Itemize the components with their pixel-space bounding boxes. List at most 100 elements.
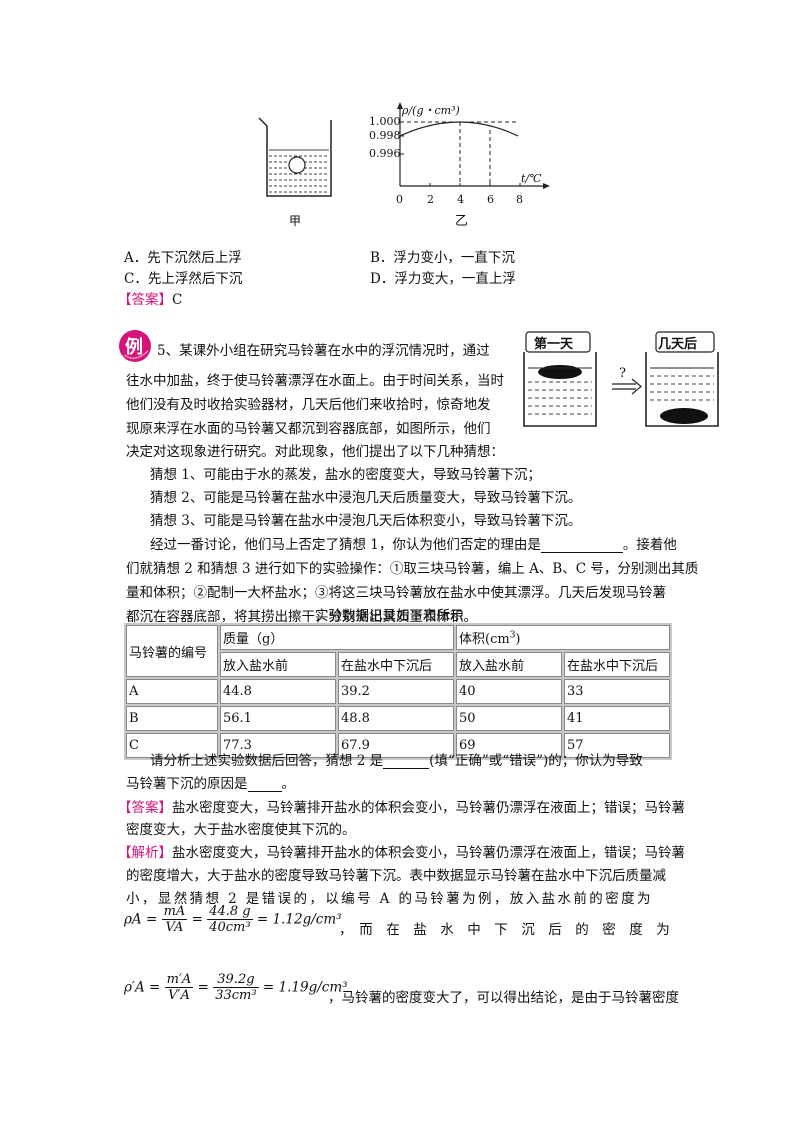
f1-num1: mA — [161, 904, 188, 920]
f2-den2: 33cm³ — [215, 988, 257, 1003]
question-mark: ? — [619, 366, 626, 381]
y-tick-1000: 1.000 — [369, 115, 401, 128]
analysis-formula-2-tail: ，马铃薯的密度变大了，可以得出结论，是由于马铃薯密度 — [328, 990, 679, 1006]
question-line-2: 马铃薯下沉的原因是 。 — [126, 772, 295, 792]
subheader-volume-before: 放入盐水前 — [456, 652, 562, 677]
beaker-figure — [258, 117, 332, 197]
cell-mass-before: 56.1 — [220, 706, 336, 731]
intro-line-2: 往水中加盐，终于使马铃薯漂浮在水面上。由于时间关系，当时 — [126, 373, 504, 389]
x-tick-8: 8 — [516, 193, 523, 206]
analysis-line-1: 【解析】盐水密度变大，马铃薯排开盐水的体积会变小，马铃薯仍漂浮在液面上，错误；马… — [118, 841, 685, 861]
option-a: A．先下沉然后上浮 — [124, 250, 242, 266]
f1-result: = 1.12g/cm³ — [256, 911, 342, 928]
header-id: 马铃薯的编号 — [126, 625, 218, 677]
x-axis-label: t/℃ — [521, 172, 542, 185]
option-b: B．浮力变小，一直下沉 — [370, 250, 515, 266]
table-caption: 实验数据记录如下表所示 — [315, 608, 464, 624]
guess-1: 猜想 1、可能由于水的蒸发，盐水的密度变大，导致马铃薯下沉； — [150, 467, 541, 483]
cell-volume-before: 50 — [456, 706, 562, 731]
question-line-1: 请分析上述实验数据后回答，猜想 2 是 (填“正确”或“错误”)的；你认为导致 — [150, 749, 643, 769]
intro-line-1: 5、某课外小组在研究马铃薯在水中的浮沉情况时，通过 — [157, 343, 490, 359]
f1-lhs: ρA = — [124, 911, 158, 928]
cell-id: C — [126, 733, 218, 758]
cause-blank[interactable] — [247, 775, 282, 792]
cell-mass-before: 77.3 — [220, 733, 336, 758]
guess-2: 猜想 2、可能是马铃薯在盐水中浸泡几天后质量变大，导致马铃薯下沉。 — [150, 490, 582, 506]
table-row: B 56.1 48.8 50 41 — [126, 706, 670, 731]
analysis-line-2: 的密度增大，大于盐水的密度导致马铃薯下沉。表中数据显示马铃薯在盐水中下沉后质量减 — [126, 868, 666, 884]
cell-volume-before: 40 — [456, 679, 562, 704]
y-axis-label: ρ/(g・cm³) — [402, 104, 460, 117]
y-tick-0996: 0.996 — [369, 147, 401, 160]
header-mass: 质量（g） — [220, 625, 454, 650]
cell-mass-after: 67.9 — [338, 733, 454, 758]
answer-2-line-2: 密度变大，大于盐水密度使其下沉的。 — [126, 822, 356, 838]
example-badge-text: 例 — [125, 337, 143, 358]
question-line-1a: 请分析上述实验数据后回答，猜想 2 是 — [150, 753, 384, 769]
cell-volume-after: 57 — [564, 733, 670, 758]
cell-volume-after: 33 — [564, 679, 670, 704]
cell-mass-after: 48.8 — [338, 706, 454, 731]
cell-id: A — [126, 679, 218, 704]
answer-value: C — [172, 292, 183, 308]
guess2-blank[interactable] — [383, 752, 430, 769]
question-line-1b: (填“正确”或“错误”)的；你认为导致 — [429, 753, 643, 769]
potato-experiment-figure — [523, 331, 719, 427]
analysis-formula-1-tail: ， 而 在 盐 水 中 下 沉 后 的 密 度 为 — [339, 922, 670, 938]
option-c: C．先上浮然后下沉 — [124, 271, 243, 287]
f1-num2: 44.8 g — [207, 904, 253, 920]
f2-result: = 1.19g/cm³ — [262, 979, 348, 996]
option-d: D．浮力变大，一直上浮 — [370, 271, 516, 287]
answer-2-text: 盐水密度变大，马铃薯排开盐水的体积会变小，马铃薯仍漂浮在液面上；错误；马铃薯 — [172, 800, 685, 816]
intro-line-4: 现原来浮在水面的马铃薯又都沉到容器底部，如图所示，他们 — [126, 421, 491, 437]
x-tick-4: 4 — [457, 193, 464, 206]
table-row: A 44.8 39.2 40 33 — [126, 679, 670, 704]
data-table: 马铃薯的编号 质量（g） 体积(cm3) 放入盐水前 在盐水中下沉后 放入盐水前… — [124, 623, 672, 760]
figure-label-yi: 乙 — [455, 214, 469, 229]
answer-2-tag: 【答案】 — [118, 800, 172, 816]
guess-3: 猜想 3、可能是马铃薯在盐水中浸泡几天后体积变小，导致马铃薯下沉。 — [150, 513, 582, 529]
f1-den2: 40cm³ — [209, 920, 251, 935]
subheader-mass-before: 放入盐水前 — [220, 652, 336, 677]
question-line-2a: 马铃薯下沉的原因是 — [126, 776, 248, 792]
question-line-2b: 。 — [281, 776, 296, 792]
analysis-line-3: 小，显然猜想 2 是错误的，以编号 A 的马铃薯为例，放入盐水前的密度为 — [126, 891, 653, 907]
analysis-tag: 【解析】 — [118, 845, 172, 861]
f1-den1: VA — [165, 920, 184, 935]
header-volume: 体积(cm3) — [456, 625, 670, 650]
reason-blank[interactable] — [540, 536, 623, 553]
procedure-line-1a: 经过一番讨论，他们马上否定了猜想 1，你认为他们否定的理由是 — [150, 537, 541, 553]
answer-2-line-1: 【答案】盐水密度变大，马铃薯排开盐水的体积会变小，马铃薯仍漂浮在液面上；错误；马… — [118, 796, 685, 816]
cell-mass-before: 44.8 — [220, 679, 336, 704]
procedure-line-3: 量和体积；②配制一大杯盐水；③将这三块马铃薯放在盐水中使其漂浮。几天后发现马铃薯 — [126, 585, 666, 601]
cell-volume-before: 69 — [456, 733, 562, 758]
intro-line-5: 决定对这现象进行研究。对此现象，他们提出了以下几种猜想： — [126, 444, 504, 460]
analysis-text-1: 盐水密度变大，马铃薯排开盐水的体积会变小，马铃薯仍漂浮在液面上，错误；马铃薯 — [172, 845, 685, 861]
label-days-later: 几天后 — [658, 337, 698, 352]
f2-num2: 39.2g — [213, 972, 259, 988]
subheader-mass-after: 在盐水中下沉后 — [338, 652, 454, 677]
x-tick-6: 6 — [487, 193, 494, 206]
intro-line-3: 他们没有及时收拾实验器材，几天后他们来收拾时，惊奇地发 — [126, 397, 491, 413]
answer-tag: 【答案】 — [118, 292, 172, 308]
density-graph — [397, 102, 550, 189]
f2-lhs: ρ′A = — [124, 979, 161, 996]
procedure-line-1: 经过一番讨论，他们马上否定了猜想 1，你认为他们否定的理由是 。接着他 — [150, 533, 677, 553]
procedure-line-1b: 。接着他 — [622, 537, 677, 553]
cell-id: B — [126, 706, 218, 731]
figure-label-jia: 甲 — [289, 214, 302, 228]
cell-mass-after: 39.2 — [338, 679, 454, 704]
table-row: C 77.3 67.9 69 57 — [126, 733, 670, 758]
answer-1: 【答案】C — [118, 288, 182, 308]
x-tick-0: 0 — [396, 193, 403, 206]
cell-volume-after: 41 — [564, 706, 670, 731]
x-tick-2: 2 — [427, 193, 434, 206]
label-day-one: 第一天 — [534, 337, 574, 352]
example-badge-icon — [119, 330, 151, 362]
